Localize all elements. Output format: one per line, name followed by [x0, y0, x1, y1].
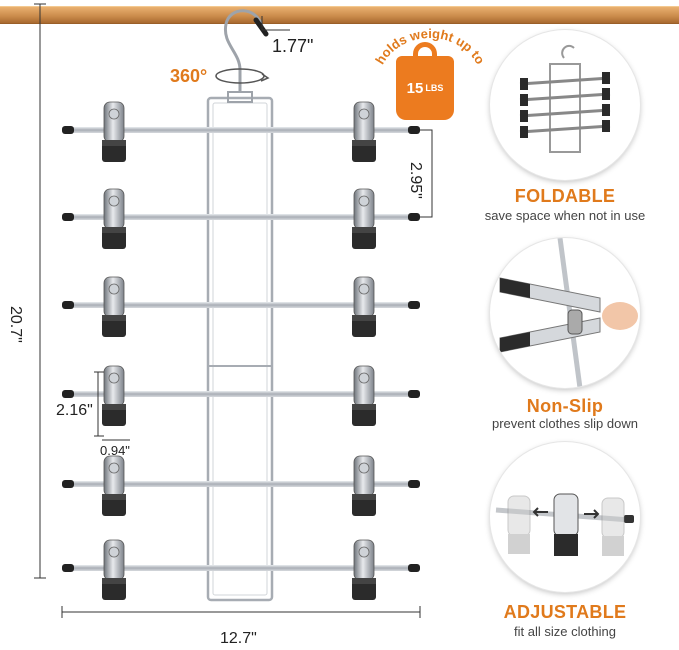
feature-non-slip-subtitle: prevent clothes slip down — [492, 416, 638, 431]
feature-adjustable-title: ADJUSTABLE — [503, 602, 627, 622]
non-slip-image — [490, 238, 640, 388]
closet-rod — [0, 6, 679, 24]
foldable-image — [490, 30, 640, 180]
rotation-label: 360° — [170, 66, 208, 86]
feature-non-slip-title: Non-Slip — [526, 396, 604, 416]
rung-spacing-label: 2.95" — [407, 162, 424, 199]
total-height-label: 20.7" — [7, 306, 24, 343]
hook — [223, 9, 264, 92]
weight-ring — [413, 42, 437, 60]
feature-foldable-subtitle: save space when not in use — [484, 208, 646, 223]
feature-foldable-title: FOLDABLE — [514, 186, 616, 206]
clip-width-label: 0.94" — [100, 443, 130, 458]
feature-adjustable-subtitle: fit all size clothing — [514, 624, 616, 639]
hook-size-label: 1.77" — [272, 36, 314, 56]
total-width-label: 12.7" — [220, 630, 257, 647]
clip-height-label: 2.16" — [56, 402, 93, 419]
weight-badge: 15 LBS — [396, 56, 454, 120]
weight-value: 15 — [406, 79, 424, 97]
weight-unit: LBS — [425, 83, 444, 93]
adjustable-image — [490, 442, 640, 592]
